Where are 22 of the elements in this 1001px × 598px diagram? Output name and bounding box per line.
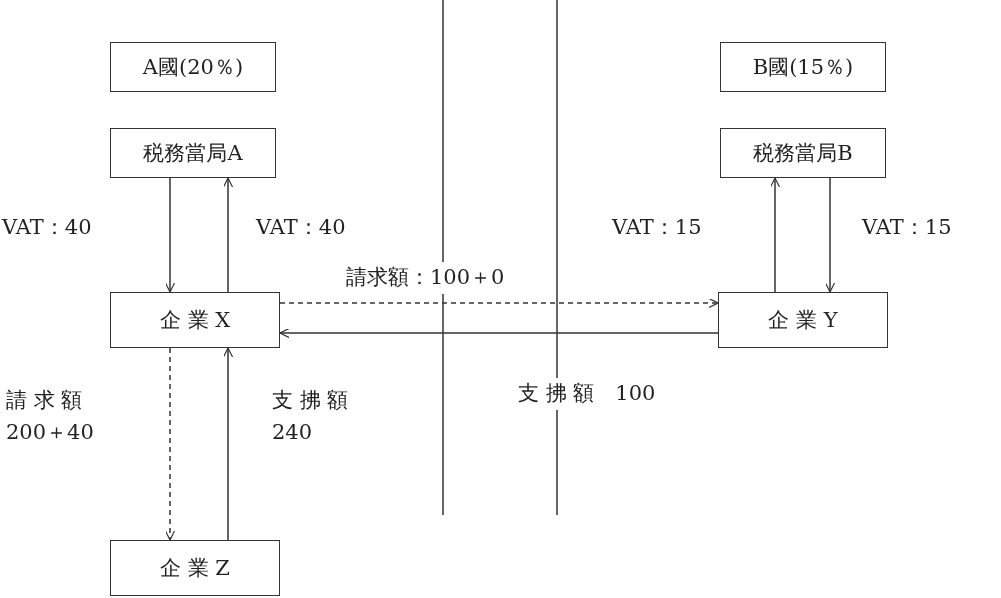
entity-label: 企 業 Y — [768, 307, 838, 334]
arrow — [279, 327, 719, 339]
entity-box — [720, 128, 886, 178]
entity-box — [110, 540, 280, 596]
arrow — [769, 177, 781, 293]
arrow — [824, 177, 836, 293]
entity-box — [110, 128, 276, 178]
entity-box — [110, 42, 276, 92]
entity-label: 企 業 X — [159, 307, 231, 334]
entity-label: 企 業 Z — [160, 555, 230, 582]
entity-label: 税務當局B — [753, 140, 853, 167]
entity-box — [720, 42, 886, 92]
entity-box — [718, 292, 888, 348]
entity-label: 税務當局A — [143, 140, 243, 167]
entity-label: A國(20％) — [142, 54, 244, 81]
arrow — [222, 347, 234, 541]
arrow — [164, 177, 176, 293]
entity-label: B國(15％) — [752, 54, 854, 81]
arrow — [222, 177, 234, 293]
arrow — [164, 347, 176, 541]
arrow — [279, 297, 719, 309]
entity-box — [110, 292, 280, 348]
